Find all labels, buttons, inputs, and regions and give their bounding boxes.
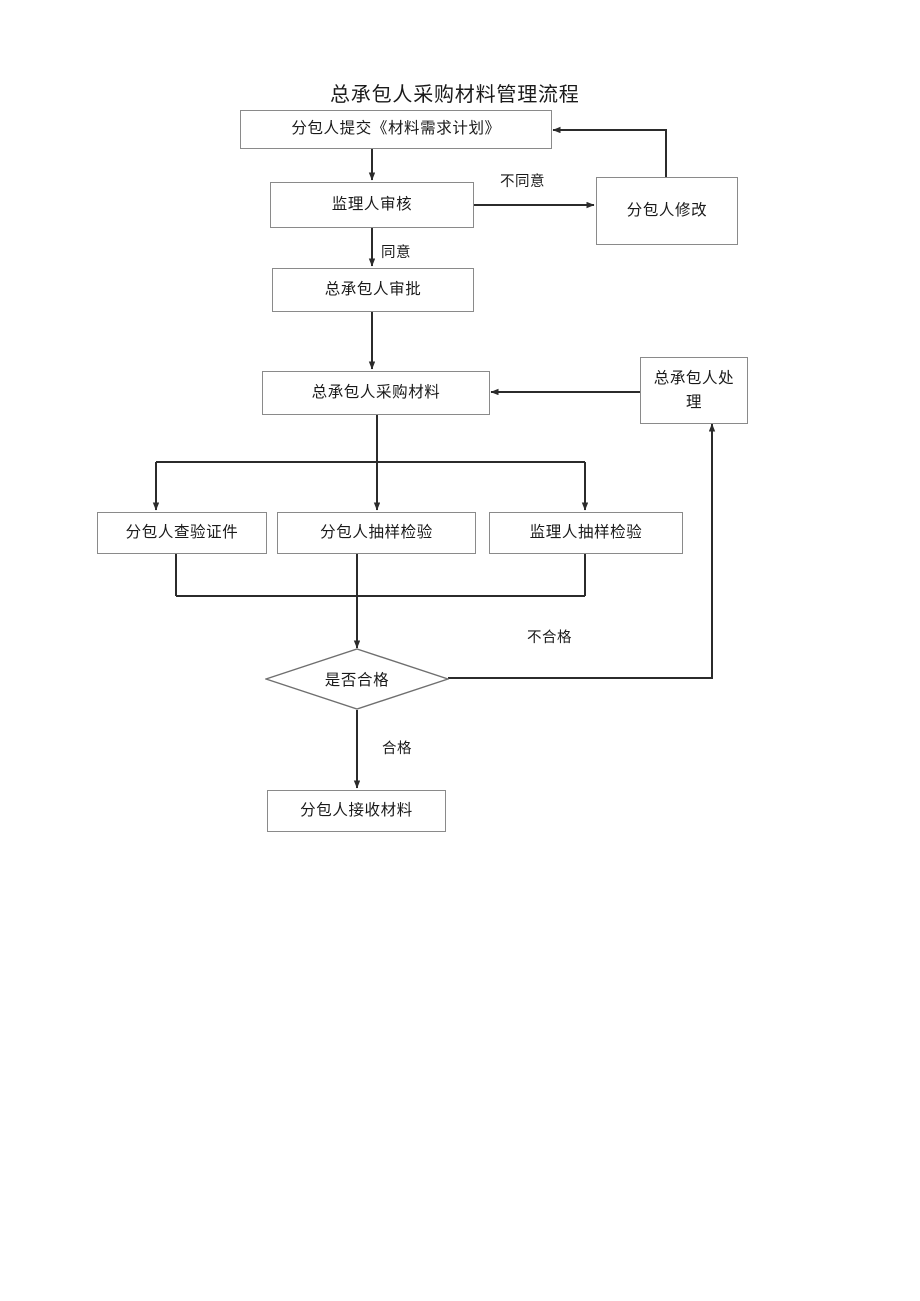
edge-label-qualified: 合格 (382, 741, 412, 757)
node-label: 分包人抽样检验 (320, 523, 433, 541)
node-supervisor-review[interactable]: 监理人审核 (270, 182, 474, 228)
node-sub-revise[interactable]: 分包人修改 (596, 177, 738, 245)
edge-label-agree: 同意 (381, 245, 411, 261)
node-check-cert[interactable]: 分包人查验证件 (97, 512, 267, 554)
node-sup-sampling[interactable]: 监理人抽样检验 (489, 512, 683, 554)
node-label: 监理人抽样检验 (529, 523, 643, 541)
node-label: 分包人提交《材料需求计划》 (291, 120, 501, 138)
edge-label-disagree: 不同意 (500, 174, 545, 190)
node-label: 分包人修改 (626, 201, 708, 219)
node-submit-plan[interactable]: 分包人提交《材料需求计划》 (240, 110, 552, 149)
node-is-qualified[interactable]: 是否合格 (265, 648, 449, 710)
node-label: 是否合格 (324, 672, 390, 689)
node-label: 监理人审核 (331, 195, 413, 213)
page-title: 总承包人采购材料管理流程 (330, 84, 580, 106)
node-label: 总承包人采购材料 (311, 383, 441, 401)
node-gc-purchase[interactable]: 总承包人采购材料 (262, 371, 490, 415)
diamond-outline (265, 648, 449, 710)
node-gc-handle[interactable]: 总承包人处理 (640, 357, 748, 424)
edge-revise-to-submit (552, 126, 667, 177)
edge-label-unqualified: 不合格 (527, 630, 572, 646)
node-label: 总承包人审批 (324, 280, 422, 298)
node-sub-sampling[interactable]: 分包人抽样检验 (277, 512, 476, 554)
node-sub-receive[interactable]: 分包人接收材料 (267, 790, 446, 832)
node-label: 分包人查验证件 (125, 523, 239, 541)
edge-decision-unqualified (448, 423, 716, 679)
node-label: 总承包人处理 (653, 370, 735, 411)
node-gc-approve[interactable]: 总承包人审批 (272, 268, 474, 312)
node-label: 分包人接收材料 (300, 801, 413, 819)
